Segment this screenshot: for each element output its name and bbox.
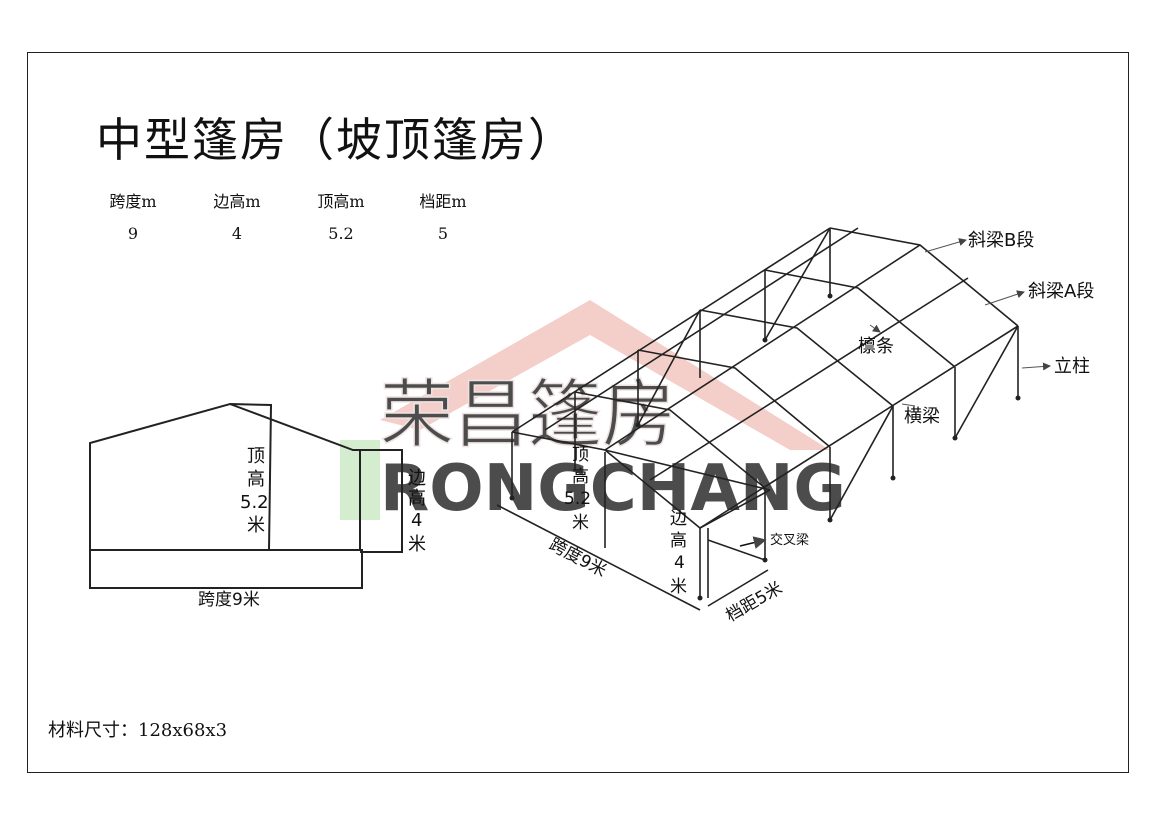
page-title: 中型篷房（坡顶篷房） <box>96 113 576 167</box>
svg-text:米: 米 <box>408 534 426 555</box>
leader-arrows <box>739 238 1051 549</box>
watermark-cn: 荣昌篷房 <box>380 372 676 458</box>
label-bracing: 交叉梁 <box>770 532 809 548</box>
svg-text:高: 高 <box>572 467 589 487</box>
side-apex-label: 顶 高 5.2 米 <box>240 446 269 536</box>
svg-text:5.2: 5.2 <box>564 489 591 509</box>
spec-apex-height: 顶高m 5.2 <box>296 188 386 243</box>
svg-text:高: 高 <box>408 488 426 509</box>
column-feet <box>509 293 1021 601</box>
spec-label: 边高m <box>213 192 261 211</box>
svg-text:高: 高 <box>670 531 687 551</box>
side-eave-label: 边 高 4 米 <box>408 468 426 555</box>
frame-apex-label: 顶 高 5.2 米 <box>564 445 591 533</box>
svg-text:边: 边 <box>670 509 687 529</box>
material-size: 材料尺寸：128x68x3 <box>48 720 228 741</box>
side-span-label: 跨度9米 <box>198 590 260 610</box>
tent-frame-3d <box>496 227 1019 611</box>
spec-value: 5.2 <box>328 224 354 243</box>
label-crossbeam: 横梁 <box>904 406 940 427</box>
svg-text:米: 米 <box>247 515 265 536</box>
frame-eave-label: 边 高 4 米 <box>670 509 687 597</box>
spec-label: 跨度m <box>109 192 157 211</box>
spec-span: 跨度m 9 <box>88 188 178 243</box>
drawing-frame <box>27 52 1129 773</box>
spec-eave-height: 边高m 4 <box>192 188 282 243</box>
spec-value: 9 <box>127 224 139 243</box>
svg-text:顶: 顶 <box>572 445 589 465</box>
svg-text:高: 高 <box>247 469 265 490</box>
watermark-en: RONGCHANG <box>380 452 846 526</box>
label-purlin: 檩条 <box>858 336 894 357</box>
svg-text:米: 米 <box>572 513 589 533</box>
label-column: 立柱 <box>1054 356 1090 377</box>
svg-text:米: 米 <box>670 577 687 597</box>
label-rafter-a: 斜梁A段 <box>1028 281 1094 302</box>
frame-bay-label: 档距5米 <box>723 578 787 626</box>
frame-span-label: 跨度9米 <box>546 535 610 582</box>
spec-bay-distance: 档距m 5 <box>398 188 488 243</box>
spec-label: 档距m <box>419 192 467 211</box>
spec-value: 4 <box>231 224 243 243</box>
svg-text:5.2: 5.2 <box>240 492 269 513</box>
watermark-roof <box>380 300 830 450</box>
svg-text:4: 4 <box>411 510 422 531</box>
svg-text:边: 边 <box>408 468 426 489</box>
spec-label: 顶高m <box>317 192 365 211</box>
spec-value: 5 <box>437 224 449 243</box>
svg-text:4: 4 <box>674 553 685 573</box>
label-rafter-b: 斜梁B段 <box>968 230 1034 251</box>
svg-text:顶: 顶 <box>247 446 265 467</box>
side-elevation <box>89 402 403 589</box>
